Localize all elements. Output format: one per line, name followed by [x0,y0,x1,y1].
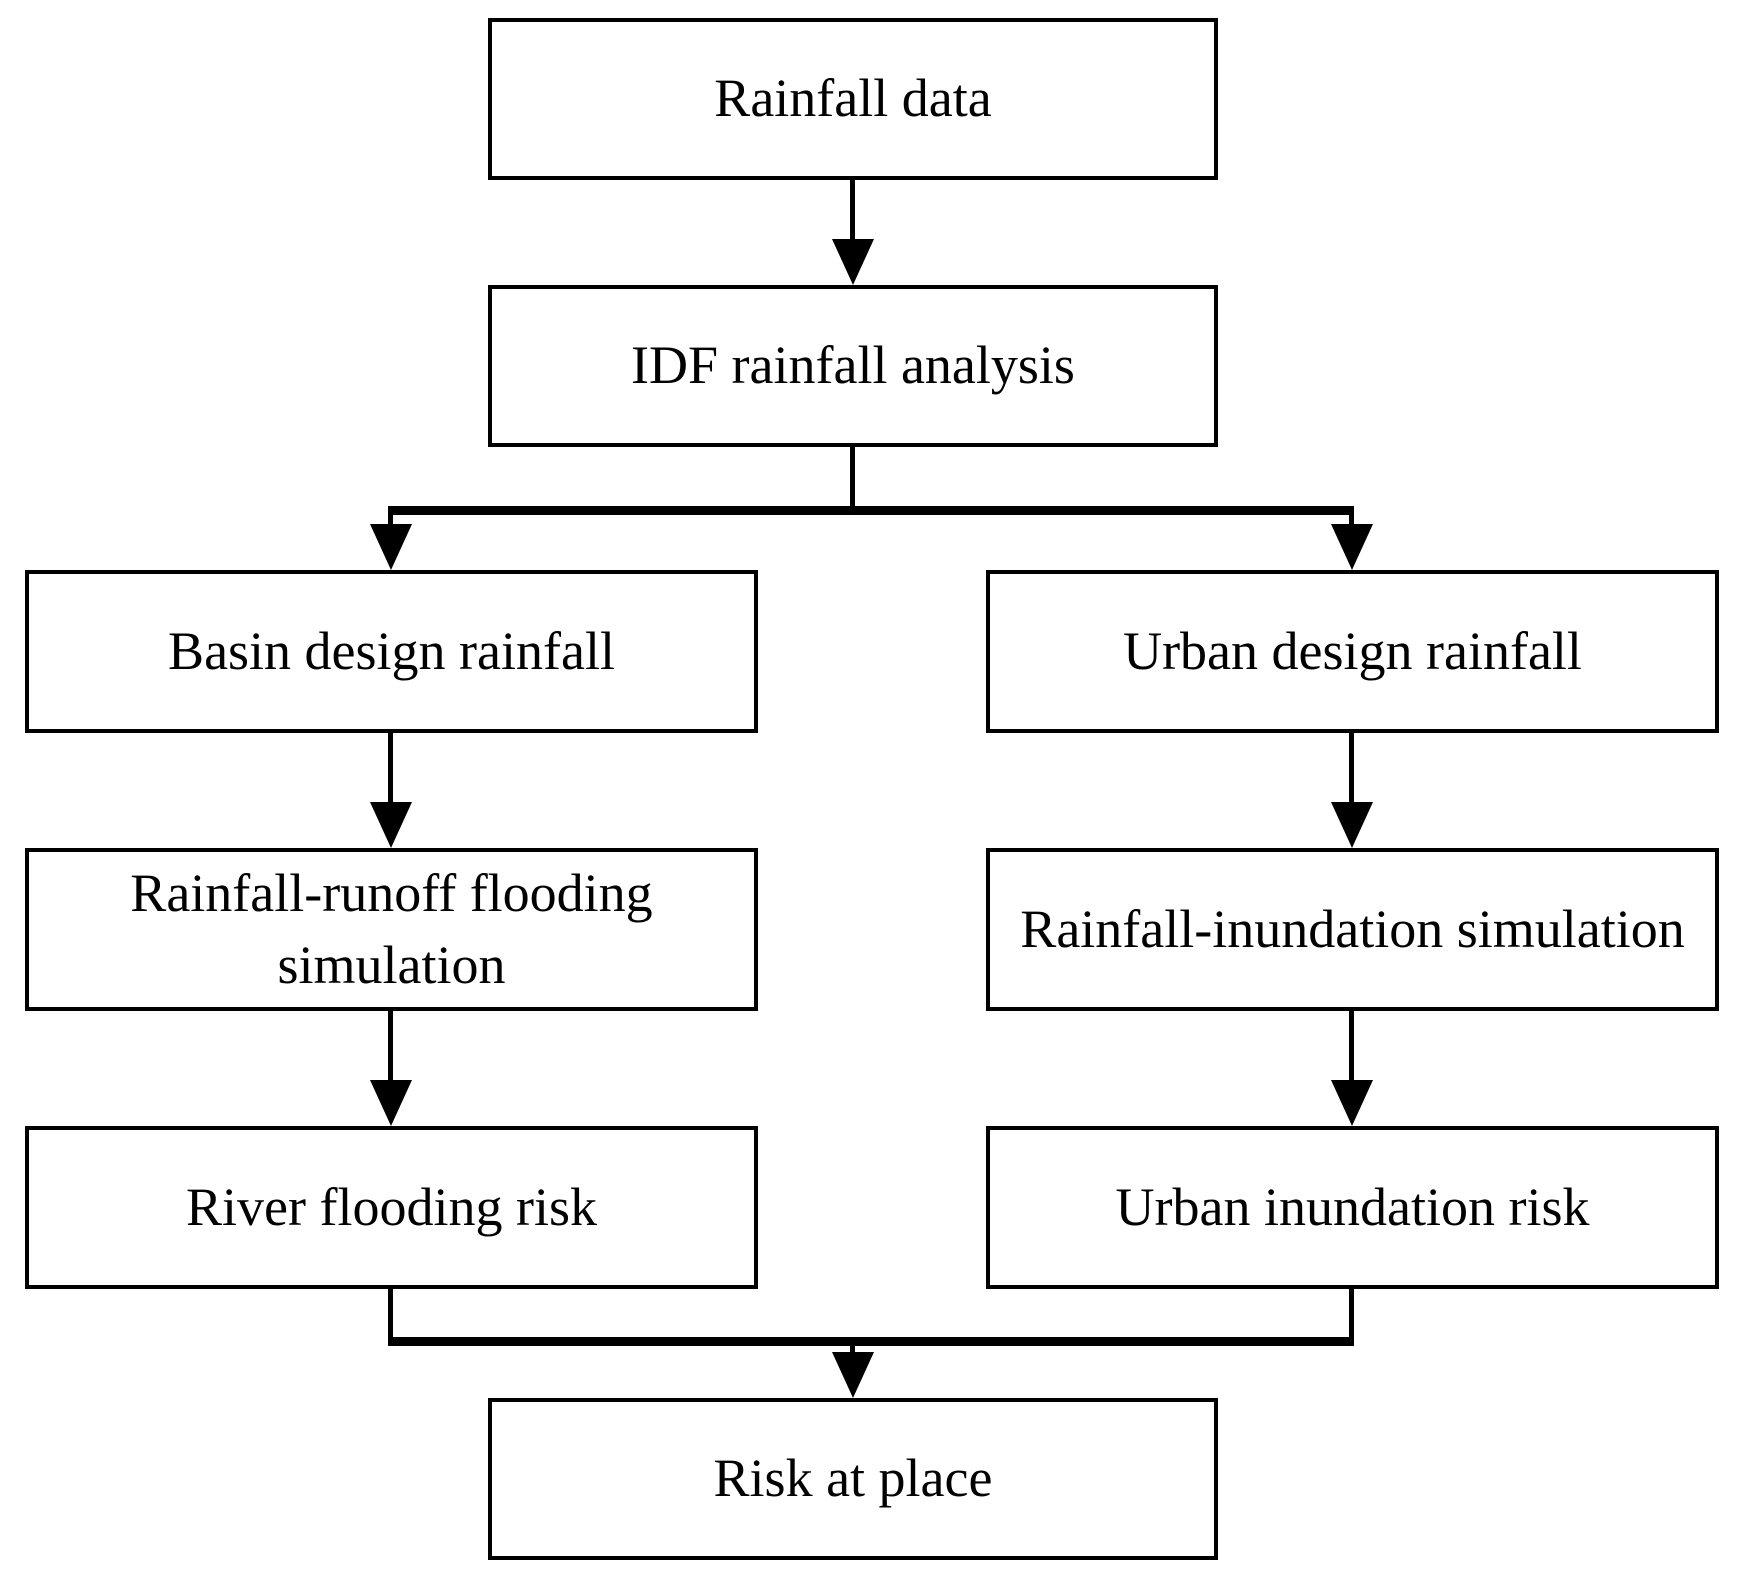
node-rainfall-data-label: Rainfall data [714,68,992,129]
edge-idf-branch-stem-line [850,445,855,510]
node-rainfall-inundation-simulation: Rainfall-inundation simulation [986,848,1719,1011]
edge-runoff-to-river-risk-line [388,1009,393,1083]
edge-merge-to-risk-at-place-arrowhead-icon [832,1352,874,1398]
node-risk-at-place: Risk at place [488,1398,1218,1560]
edge-urban-to-inundation-arrowhead-icon [1331,802,1373,848]
node-river-flooding-risk: River flooding risk [25,1126,758,1289]
merge-horizontal-rail [388,1337,1354,1346]
edge-idf-to-urban-drop-line [1349,506,1354,530]
edge-urban-to-inundation-line [1349,731,1354,805]
node-urban-inundation-risk-label: Urban inundation risk [1115,1176,1590,1237]
edge-idf-to-urban-arrowhead-icon [1331,524,1373,570]
edge-idf-to-basin-arrowhead-icon [370,524,412,570]
edge-urban-risk-merge-stub-line [1349,1287,1354,1346]
edge-rainfall-to-idf-line [850,178,855,242]
edge-rainfall-to-idf-arrowhead-icon [832,239,874,285]
node-rainfall-runoff-flooding-simulation: Rainfall-runoff flooding simulation [25,848,758,1011]
node-urban-design-rainfall-label: Urban design rainfall [1123,620,1582,681]
edge-inundation-to-urban-risk-line [1349,1009,1354,1083]
node-rainfall-data: Rainfall data [488,18,1218,180]
node-river-flooding-risk-label: River flooding risk [186,1176,597,1237]
node-idf-rainfall-analysis-label: IDF rainfall analysis [631,335,1075,396]
node-basin-design-rainfall-label: Basin design rainfall [168,620,615,681]
edge-idf-to-basin-drop-line [388,506,393,530]
branch-horizontal-rail [388,506,1354,515]
edge-basin-to-runoff-line [388,731,393,805]
edge-basin-to-runoff-arrowhead-icon [370,802,412,848]
node-urban-design-rainfall: Urban design rainfall [986,570,1719,733]
node-rainfall-runoff-flooding-simulation-label: Rainfall-runoff flooding simulation [130,863,653,995]
edge-inundation-to-urban-risk-arrowhead-icon [1331,1080,1373,1126]
node-basin-design-rainfall: Basin design rainfall [25,570,758,733]
edge-river-risk-merge-stub-line [388,1287,393,1346]
edge-runoff-to-river-risk-arrowhead-icon [370,1080,412,1126]
node-rainfall-inundation-simulation-label: Rainfall-inundation simulation [1020,898,1685,959]
node-idf-rainfall-analysis: IDF rainfall analysis [488,285,1218,447]
node-urban-inundation-risk: Urban inundation risk [986,1126,1719,1289]
node-risk-at-place-label: Risk at place [713,1448,993,1509]
